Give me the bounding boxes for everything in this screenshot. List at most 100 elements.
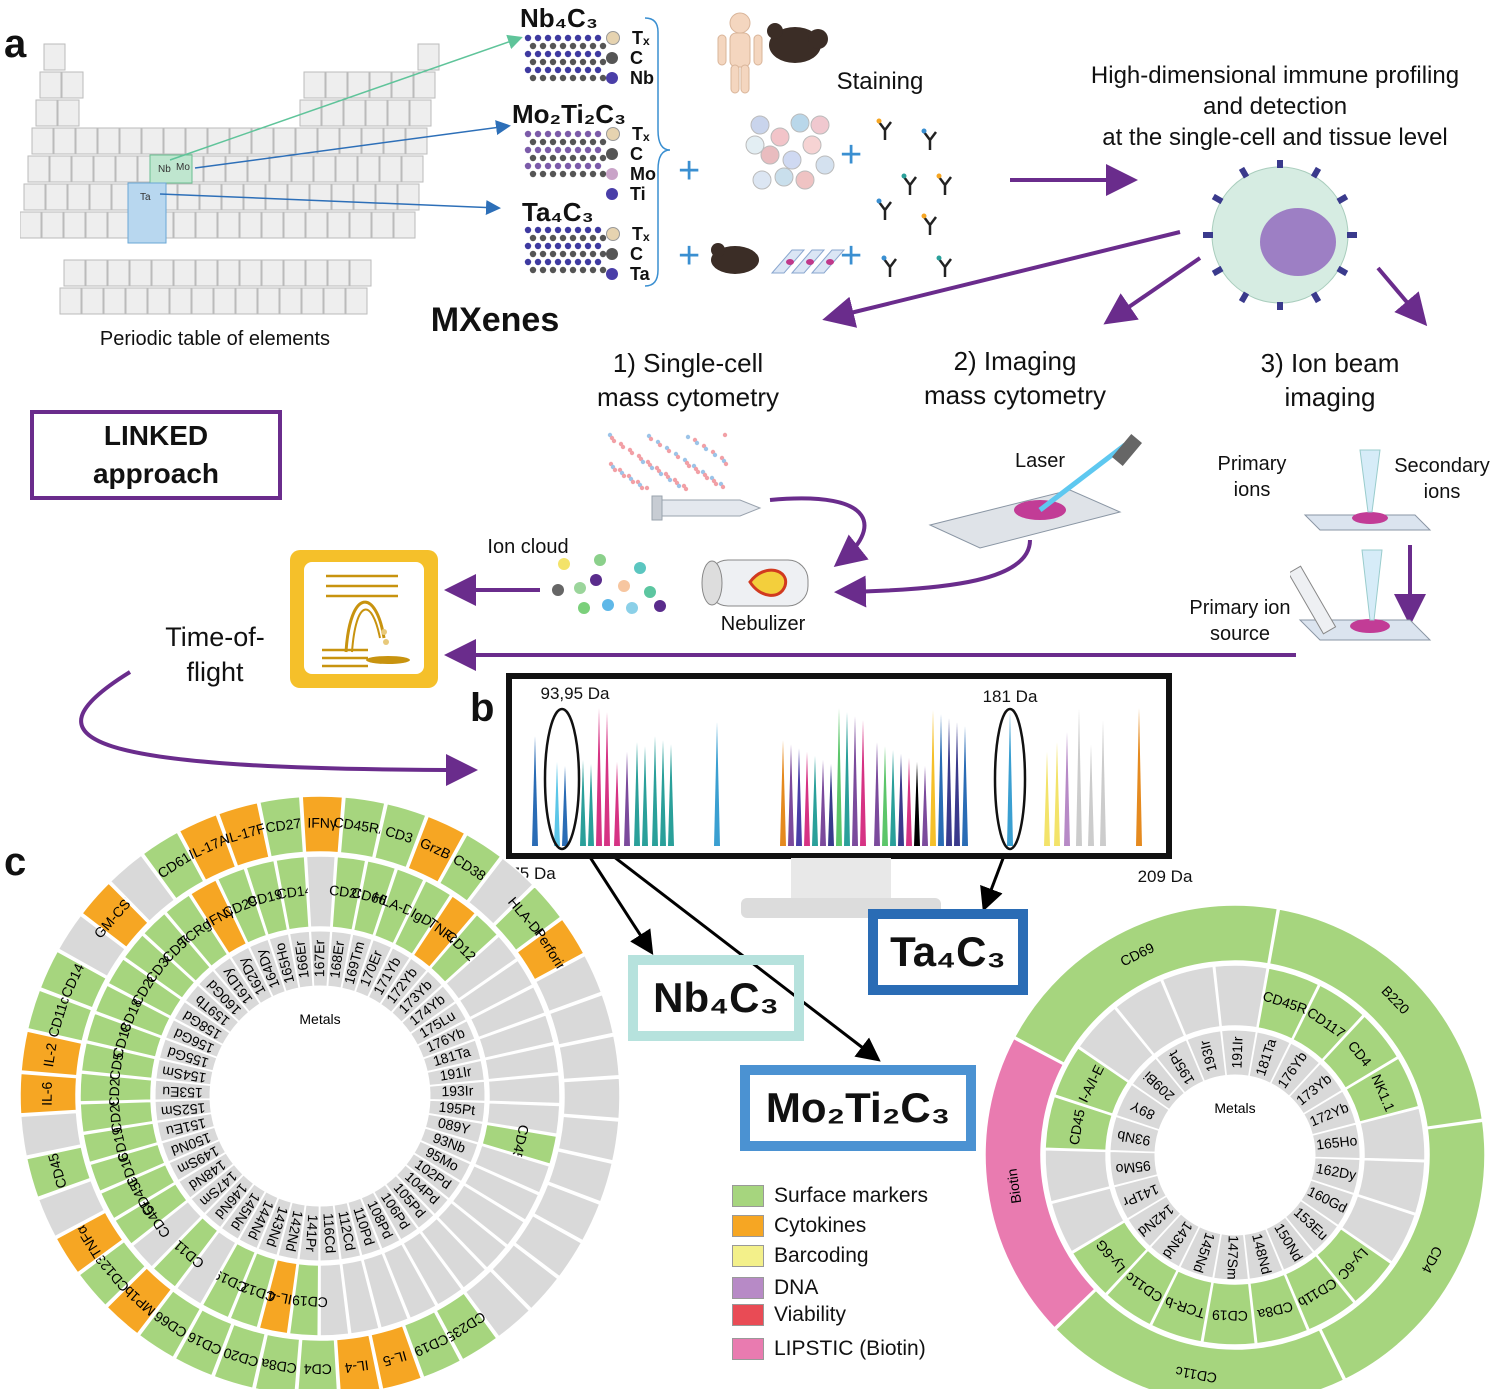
surface-marker	[1347, 232, 1357, 238]
marker-segment	[78, 1240, 147, 1307]
element-cell	[31, 127, 54, 155]
atom-dot	[554, 242, 562, 250]
atom-dot	[539, 74, 547, 82]
staining-label: Staining	[836, 68, 924, 95]
element-cell	[283, 211, 306, 239]
metal-segment	[333, 1202, 362, 1261]
marker-segment	[305, 855, 337, 929]
surface-marker	[1211, 193, 1224, 205]
atom-dot	[554, 130, 562, 138]
marker-segment	[481, 1123, 558, 1166]
atom-label: C	[630, 47, 643, 68]
antibody-icon	[936, 173, 952, 195]
element-cell	[325, 71, 348, 99]
mxenes-title: MXenes	[430, 301, 560, 339]
marker-segment	[407, 815, 466, 884]
mass-peak	[1076, 708, 1082, 846]
marker-segment	[113, 1182, 189, 1246]
legend-label: LIPSTIC (Biotin)	[774, 1337, 926, 1360]
atom-dot	[534, 258, 542, 266]
primary-ions-line: Primary	[1217, 453, 1287, 475]
element-cell	[349, 259, 372, 287]
element-cell	[279, 287, 302, 315]
metal-segment	[327, 930, 353, 989]
marker-label: CD45	[1066, 1108, 1088, 1146]
mass-peak	[562, 766, 568, 846]
atom-dot	[544, 34, 552, 42]
marker-segment	[217, 801, 270, 868]
mass-peak	[946, 718, 952, 846]
secondary-ions-line: Secondary	[1394, 455, 1490, 477]
element-cell	[217, 211, 240, 239]
marker-segment	[393, 879, 452, 956]
metal-segment	[385, 1174, 435, 1229]
legend-swatch	[732, 1185, 764, 1207]
element-cell	[195, 259, 218, 287]
mass-peak	[780, 740, 786, 846]
atom-dot	[564, 146, 572, 154]
atom-dot	[564, 34, 572, 42]
marker-segment	[275, 855, 310, 931]
marker-segment	[1268, 908, 1484, 1129]
marker-segment	[297, 1338, 339, 1389]
element-cell	[129, 259, 152, 287]
svg-text:+: +	[678, 150, 700, 192]
metal-segment	[289, 930, 314, 989]
atom-dot	[584, 226, 592, 234]
marker-segment	[258, 795, 305, 858]
marker-segment	[340, 1258, 381, 1335]
nb4c3-atoms: Tₓ C Nb	[606, 28, 654, 88]
droplet	[695, 469, 701, 475]
marker-segment	[1213, 964, 1269, 1029]
marker-label: CD27	[264, 815, 302, 836]
metal-segment	[257, 1197, 292, 1256]
marker-segment	[401, 1231, 464, 1307]
metal-segment	[1186, 1030, 1227, 1082]
marker-segment	[420, 1217, 487, 1290]
secondary-ions-line: ions	[1423, 481, 1461, 503]
metal-segment	[178, 1152, 235, 1199]
element-cell	[61, 71, 84, 99]
linked-approach-box: LINKED approach	[30, 410, 282, 500]
tof-line: Time-of-	[165, 622, 265, 652]
metal-segment	[220, 1183, 266, 1240]
method-2-label: 2) Imaging mass cytometry	[905, 345, 1125, 413]
mass-peak	[906, 758, 912, 846]
mass-peak	[930, 710, 936, 846]
marker-segment	[532, 1183, 601, 1242]
immune-cell-icon	[1203, 160, 1357, 310]
nebulizer-label: Nebulizer	[720, 613, 806, 635]
droplet	[703, 446, 709, 452]
metal-label: 162Dy	[1315, 1160, 1358, 1183]
atom-dot	[534, 50, 542, 58]
panel-letter-a: a	[4, 22, 27, 66]
atom-dot	[534, 226, 542, 234]
metal-segment	[401, 985, 456, 1034]
legend-item: Viability	[732, 1302, 846, 1328]
legend-item: Surface markers	[732, 1183, 928, 1209]
marker-segment	[152, 1216, 219, 1289]
mass-peak	[1064, 732, 1070, 846]
mass-peak	[580, 760, 586, 846]
atom-dot	[574, 162, 582, 170]
atom-dot	[569, 250, 577, 258]
element-cell	[41, 211, 64, 239]
atom-dot	[524, 34, 532, 42]
surface-marker	[1211, 265, 1224, 277]
atom-dot	[579, 250, 587, 258]
element-cell	[147, 287, 170, 315]
atom-label: C	[630, 143, 643, 164]
element-cell	[291, 155, 314, 183]
marker-segment	[335, 1334, 381, 1389]
atom-dot	[574, 66, 582, 74]
ion-dot	[634, 562, 646, 574]
atom-dot	[539, 266, 547, 274]
marker-label: IFNγ	[307, 815, 337, 831]
droplet	[612, 467, 618, 473]
mass-peak	[828, 764, 834, 846]
metal-segment	[1284, 1199, 1339, 1253]
metal-segment	[1248, 1031, 1291, 1084]
panel-letter-c: c	[4, 840, 27, 884]
marker-segment	[373, 867, 426, 945]
atom-dot	[594, 34, 602, 42]
